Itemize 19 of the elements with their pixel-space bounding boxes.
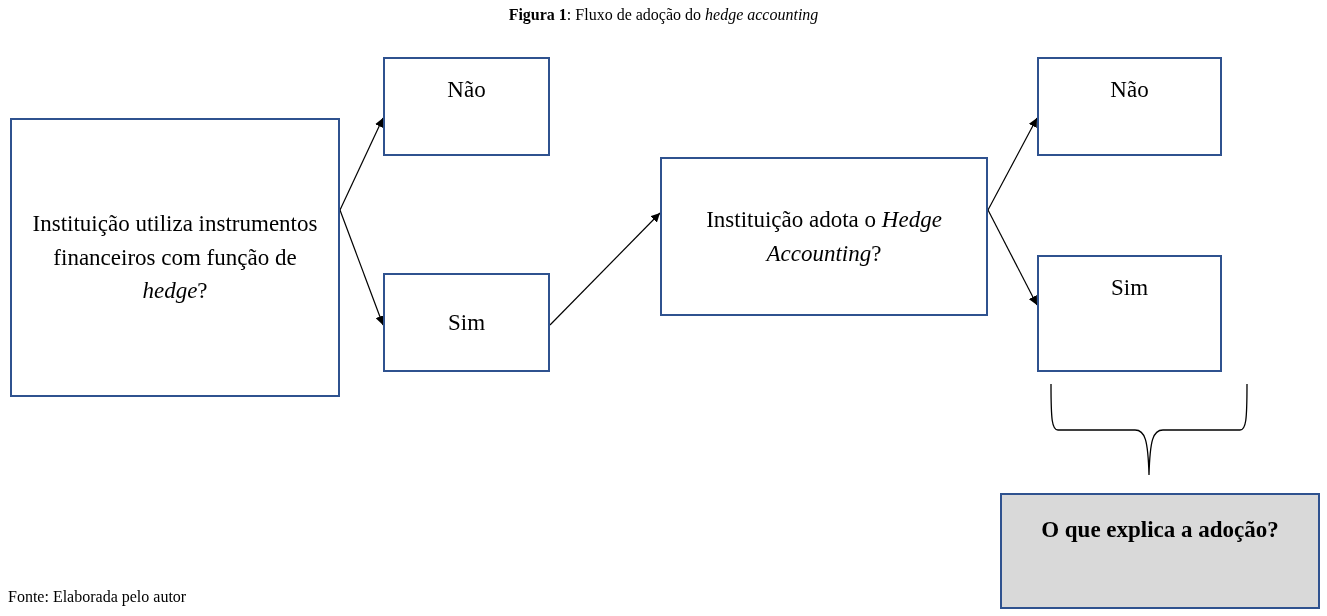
box-text: O que explica a adoção? <box>1041 516 1279 544</box>
box-text: Sim <box>1110 274 1149 302</box>
box-text: Não <box>1110 76 1149 104</box>
process-box <box>660 157 988 316</box>
figure-title: Figura 1: Fluxo de adoção do hedge accounting <box>508 6 819 23</box>
source-note: Fonte: Elaborada pelo autor <box>8 588 187 606</box>
arrow <box>987 117 1038 211</box>
box-text: Sim <box>447 308 486 337</box>
question-box <box>1000 493 1320 609</box>
box-text: Instituição adota o Hedge Accounting? <box>705 206 943 268</box>
process-box <box>383 273 550 372</box>
process-box <box>1037 57 1222 156</box>
box-text: Instituição utiliza instrumentos financeiros com função de hedge? <box>31 210 319 306</box>
box-text: Não <box>447 76 486 104</box>
process-box <box>1037 255 1222 372</box>
arrow <box>987 209 1038 306</box>
process-box <box>10 118 340 397</box>
process-box <box>383 57 550 156</box>
arrow <box>549 212 661 326</box>
